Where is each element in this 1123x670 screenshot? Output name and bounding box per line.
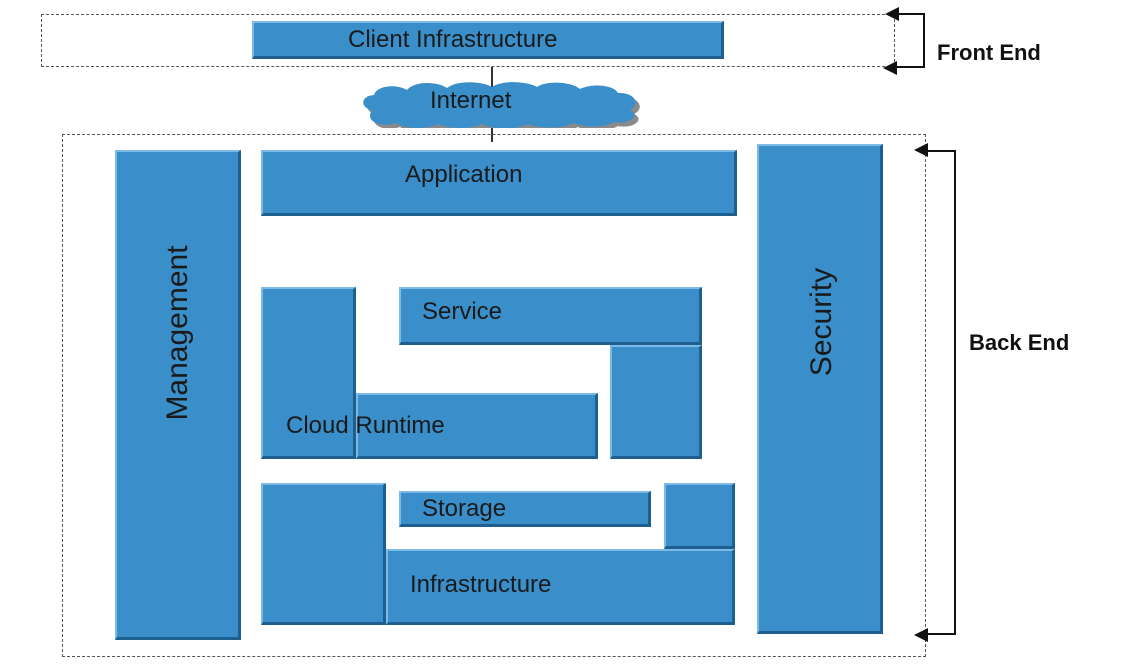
infrastructure-right-column [664, 483, 735, 549]
storage-block [399, 491, 651, 527]
cloud-runtime-label: Cloud Runtime [286, 412, 445, 439]
service-block [399, 287, 702, 345]
internet-cloud-icon [363, 82, 640, 128]
connector-top [491, 67, 493, 87]
application-block [261, 150, 737, 216]
infrastructure-block [386, 549, 735, 625]
front-end-boundary [41, 14, 895, 67]
front-end-arrow-top-icon [885, 7, 899, 21]
service-right-column [610, 345, 702, 459]
front-end-arrow-bottom-icon [883, 61, 897, 75]
client-infrastructure-block [252, 21, 724, 59]
security-block [757, 144, 883, 634]
application-label: Application [405, 161, 523, 188]
infrastructure-label: Infrastructure [410, 571, 552, 598]
back-end-arrow-bottom-icon [914, 628, 928, 642]
management-label: Management [161, 245, 194, 421]
runtime-left-column [261, 287, 356, 459]
infrastructure-left-column [261, 483, 386, 625]
back-end-arrow-top-icon [914, 143, 928, 157]
internet-label: Internet [430, 87, 512, 114]
service-label: Service [422, 298, 503, 325]
front-end-bracket [895, 13, 925, 68]
storage-label: Storage [422, 495, 507, 522]
cloud-runtime-block [356, 393, 598, 459]
connector-bottom [491, 117, 493, 142]
back-end-bracket [926, 150, 956, 635]
front-end-label: Front End [937, 40, 1041, 65]
back-end-boundary [62, 134, 926, 657]
back-end-label: Back End [969, 330, 1070, 355]
management-block [115, 150, 241, 640]
security-label: Security [805, 267, 838, 377]
client-infrastructure-label: Client Infrastructure [348, 26, 558, 53]
